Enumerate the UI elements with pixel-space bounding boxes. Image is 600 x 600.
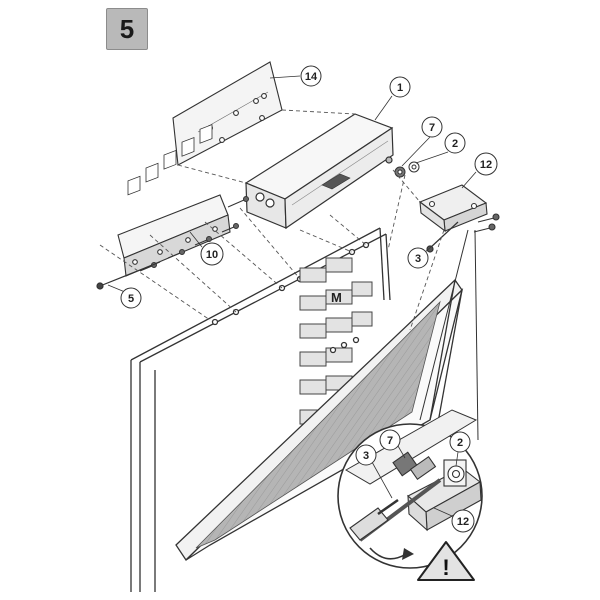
svg-text:2: 2 [452,138,458,150]
callout-7: 7 [401,116,443,167]
arm-bracket-12 [418,184,500,233]
detail-callout-3: 3 [355,444,393,499]
callout-5: 5 [107,284,142,309]
svg-text:10: 10 [206,249,218,261]
washer-2 [408,161,420,173]
detail-callout-2: 2 [449,431,471,467]
warning-exclamation: ! [442,555,449,580]
long-bolt-5 [96,261,161,290]
callout-2: 2 [415,132,466,164]
svg-text:7: 7 [429,122,435,134]
callout-3: 3 [407,245,433,269]
screw-3 [426,221,459,253]
brick-mark-label: M [331,290,342,305]
assembly-guide-lines [99,109,445,331]
callout-14: 14 [269,65,322,87]
detail-leader-lines [419,229,479,441]
callout-1: 1 [374,76,411,121]
detail-magnifier: 7 2 3 12 [337,409,483,569]
mounting-bracket-10 [117,124,231,277]
step-number-badge: 5 [106,8,148,50]
warning-triangle-icon: ! [417,541,475,581]
svg-text:7: 7 [387,435,393,447]
step-number: 5 [119,13,135,44]
nut-7 [394,166,406,178]
svg-text:2: 2 [457,437,463,449]
svg-text:5: 5 [128,293,134,305]
svg-text:3: 3 [415,253,421,265]
svg-text:14: 14 [305,71,318,83]
detail-callout-7: 7 [379,429,406,459]
callout-10: 10 [189,231,224,266]
svg-text:12: 12 [480,159,492,171]
svg-text:3: 3 [363,450,369,462]
detail-adjusting-screw [358,451,465,542]
svg-text:1: 1 [397,82,403,94]
screwdriver-icon [349,498,399,541]
door-leaf [175,279,464,562]
rotation-arrow-icon [369,547,414,560]
callout-12: 12 [461,152,498,189]
svg-text:12: 12 [457,516,469,528]
detail-callout-12: 12 [433,507,475,533]
door-closer-body-1 [244,113,394,230]
